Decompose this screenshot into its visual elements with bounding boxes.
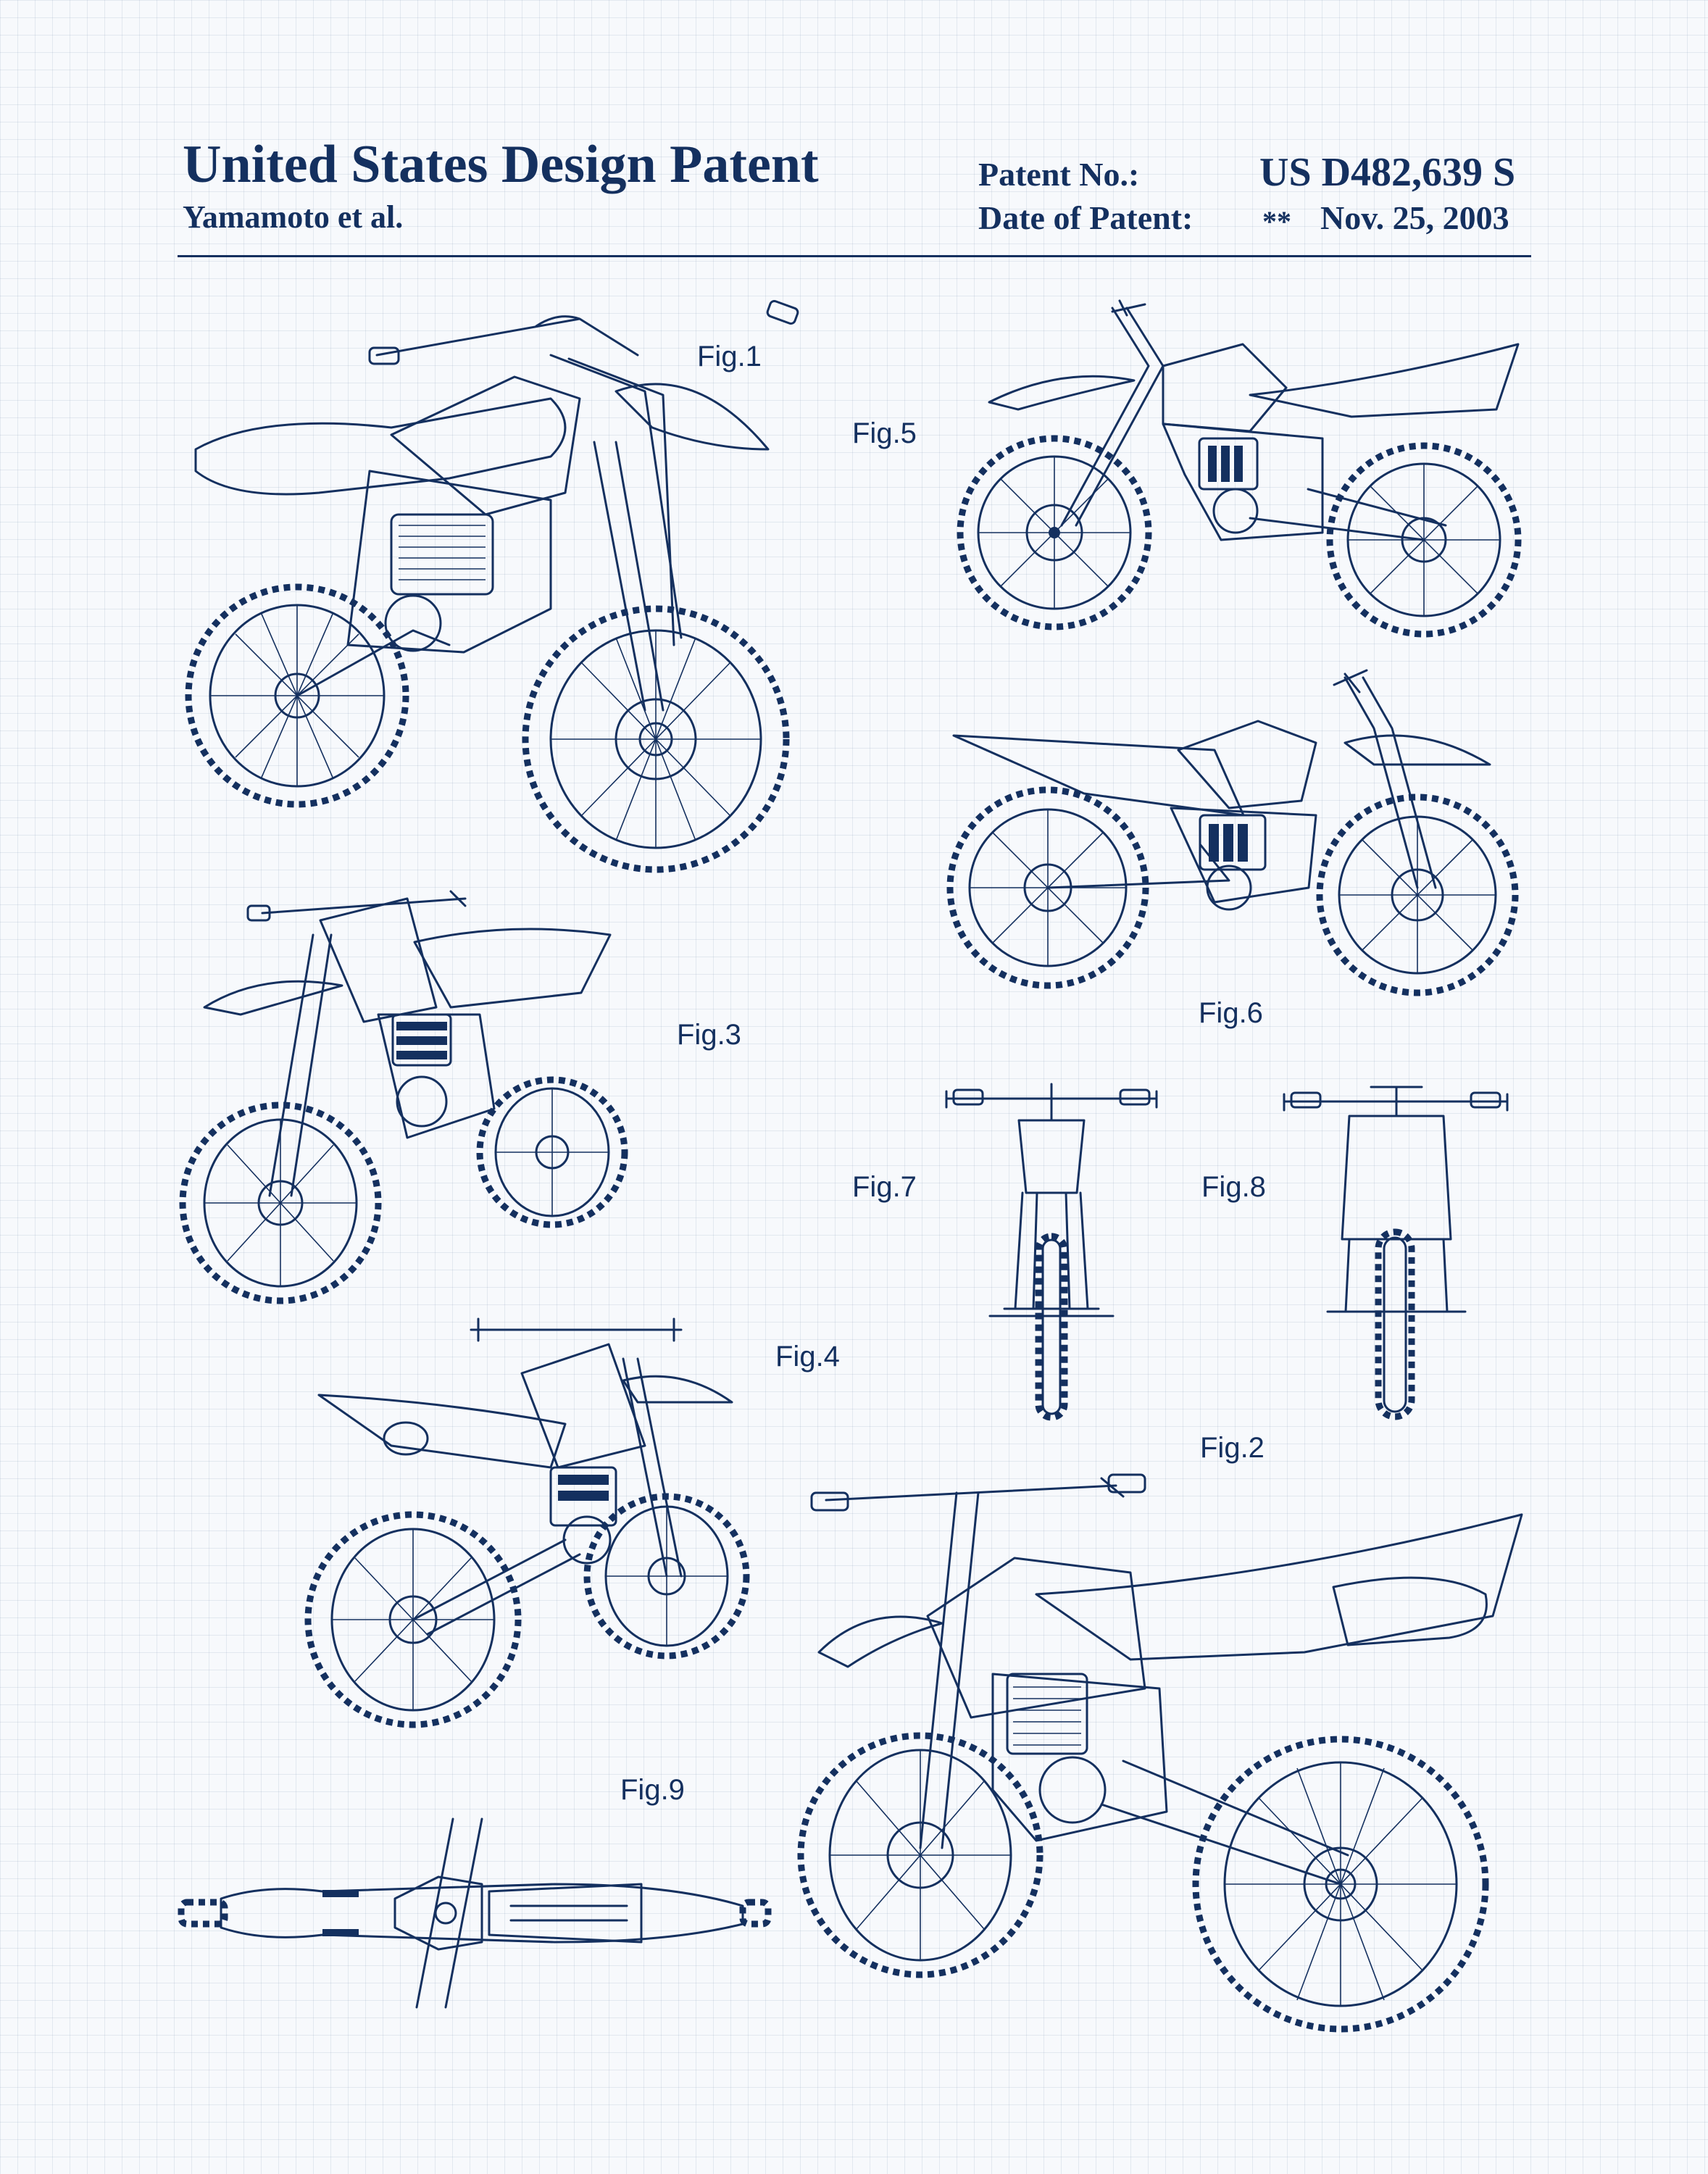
fig3-label: Fig.3 bbox=[677, 1019, 741, 1051]
header-divider bbox=[178, 255, 1531, 257]
fig8-label: Fig.8 bbox=[1201, 1171, 1266, 1203]
fig7-motorcycle-drawing bbox=[939, 1070, 1164, 1421]
fig3-motorcycle-drawing bbox=[175, 877, 629, 1330]
fig6-label: Fig.6 bbox=[1199, 997, 1263, 1029]
fig7-label: Fig.7 bbox=[852, 1171, 917, 1203]
fig5-label: Fig.5 bbox=[852, 417, 917, 449]
inventor-names: Yamamoto et al. bbox=[183, 199, 404, 235]
date-of-patent: Nov. 25, 2003 bbox=[1320, 199, 1509, 236]
patent-number-label: Patent No.: bbox=[978, 156, 1140, 193]
fig8-motorcycle-drawing bbox=[1277, 1073, 1515, 1422]
fig9-motorcycle-drawing bbox=[178, 1804, 772, 2022]
fig9-label: Fig.9 bbox=[620, 1774, 685, 1806]
fig6-motorcycle-drawing bbox=[939, 669, 1532, 1004]
fig2-motorcycle-drawing bbox=[797, 1471, 1529, 2033]
patent-number: US D482,639 S bbox=[1259, 150, 1516, 195]
fig1-motorcycle-drawing bbox=[174, 300, 812, 899]
fig2-label: Fig.2 bbox=[1200, 1432, 1265, 1464]
date-of-patent-label: Date of Patent: bbox=[978, 199, 1193, 236]
patent-title: United States Design Patent bbox=[183, 135, 819, 194]
fig4-motorcycle-drawing bbox=[304, 1301, 750, 1743]
fig1-label: Fig.1 bbox=[697, 341, 762, 372]
fig5-motorcycle-drawing bbox=[946, 299, 1534, 641]
fig4-label: Fig.4 bbox=[775, 1341, 840, 1373]
date-asterisk-mark: ** bbox=[1262, 205, 1291, 238]
